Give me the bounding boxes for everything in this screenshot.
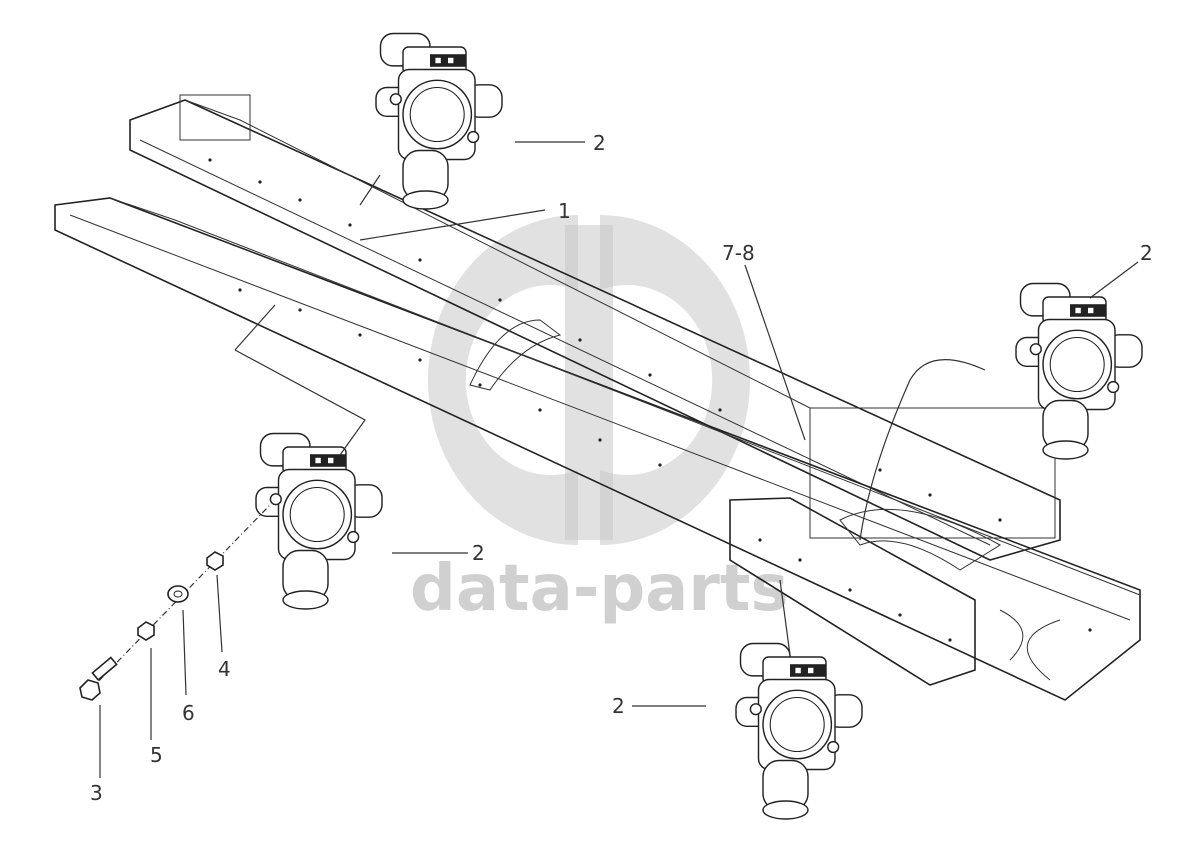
callout-3: 3 <box>90 781 103 805</box>
valve-assembly-top[interactable] <box>375 32 503 210</box>
air-dryer-valve-icon <box>375 32 503 210</box>
hex-nut-icon[interactable] <box>137 621 155 641</box>
hex-nut-icon[interactable] <box>206 551 224 571</box>
lower-frame-rail <box>54 197 1141 701</box>
valve-assembly-right[interactable] <box>1015 282 1143 460</box>
callout-2-bottom: 2 <box>612 694 625 718</box>
callout-2-middle: 2 <box>472 541 485 565</box>
valve-assembly-middle[interactable] <box>255 432 383 610</box>
leader-lines <box>99 141 1139 778</box>
valve-assembly-bottom[interactable] <box>735 642 863 820</box>
air-dryer-valve-icon <box>1015 282 1143 460</box>
watermark-text: data-parts <box>410 552 789 626</box>
hex-bolt-icon[interactable] <box>79 656 118 701</box>
callout-4: 4 <box>218 657 231 681</box>
washer-icon[interactable] <box>167 585 189 603</box>
fastener-stack <box>79 504 271 701</box>
frame-holes <box>208 158 1092 642</box>
callout-7-8: 7-8 <box>722 241 755 265</box>
callout-2-right: 2 <box>1140 241 1153 265</box>
callout-labels: 1 2 2 2 2 3 4 5 6 7-8 <box>90 131 1153 805</box>
callout-1: 1 <box>558 199 571 223</box>
upper-frame-rail <box>129 94 1061 561</box>
callout-6: 6 <box>182 701 195 725</box>
air-dryer-valve-icon <box>255 432 383 610</box>
watermark-logo: data-parts <box>410 215 789 626</box>
callout-5: 5 <box>150 743 163 767</box>
air-dryer-valve-icon <box>735 642 863 820</box>
callout-2-top: 2 <box>593 131 606 155</box>
